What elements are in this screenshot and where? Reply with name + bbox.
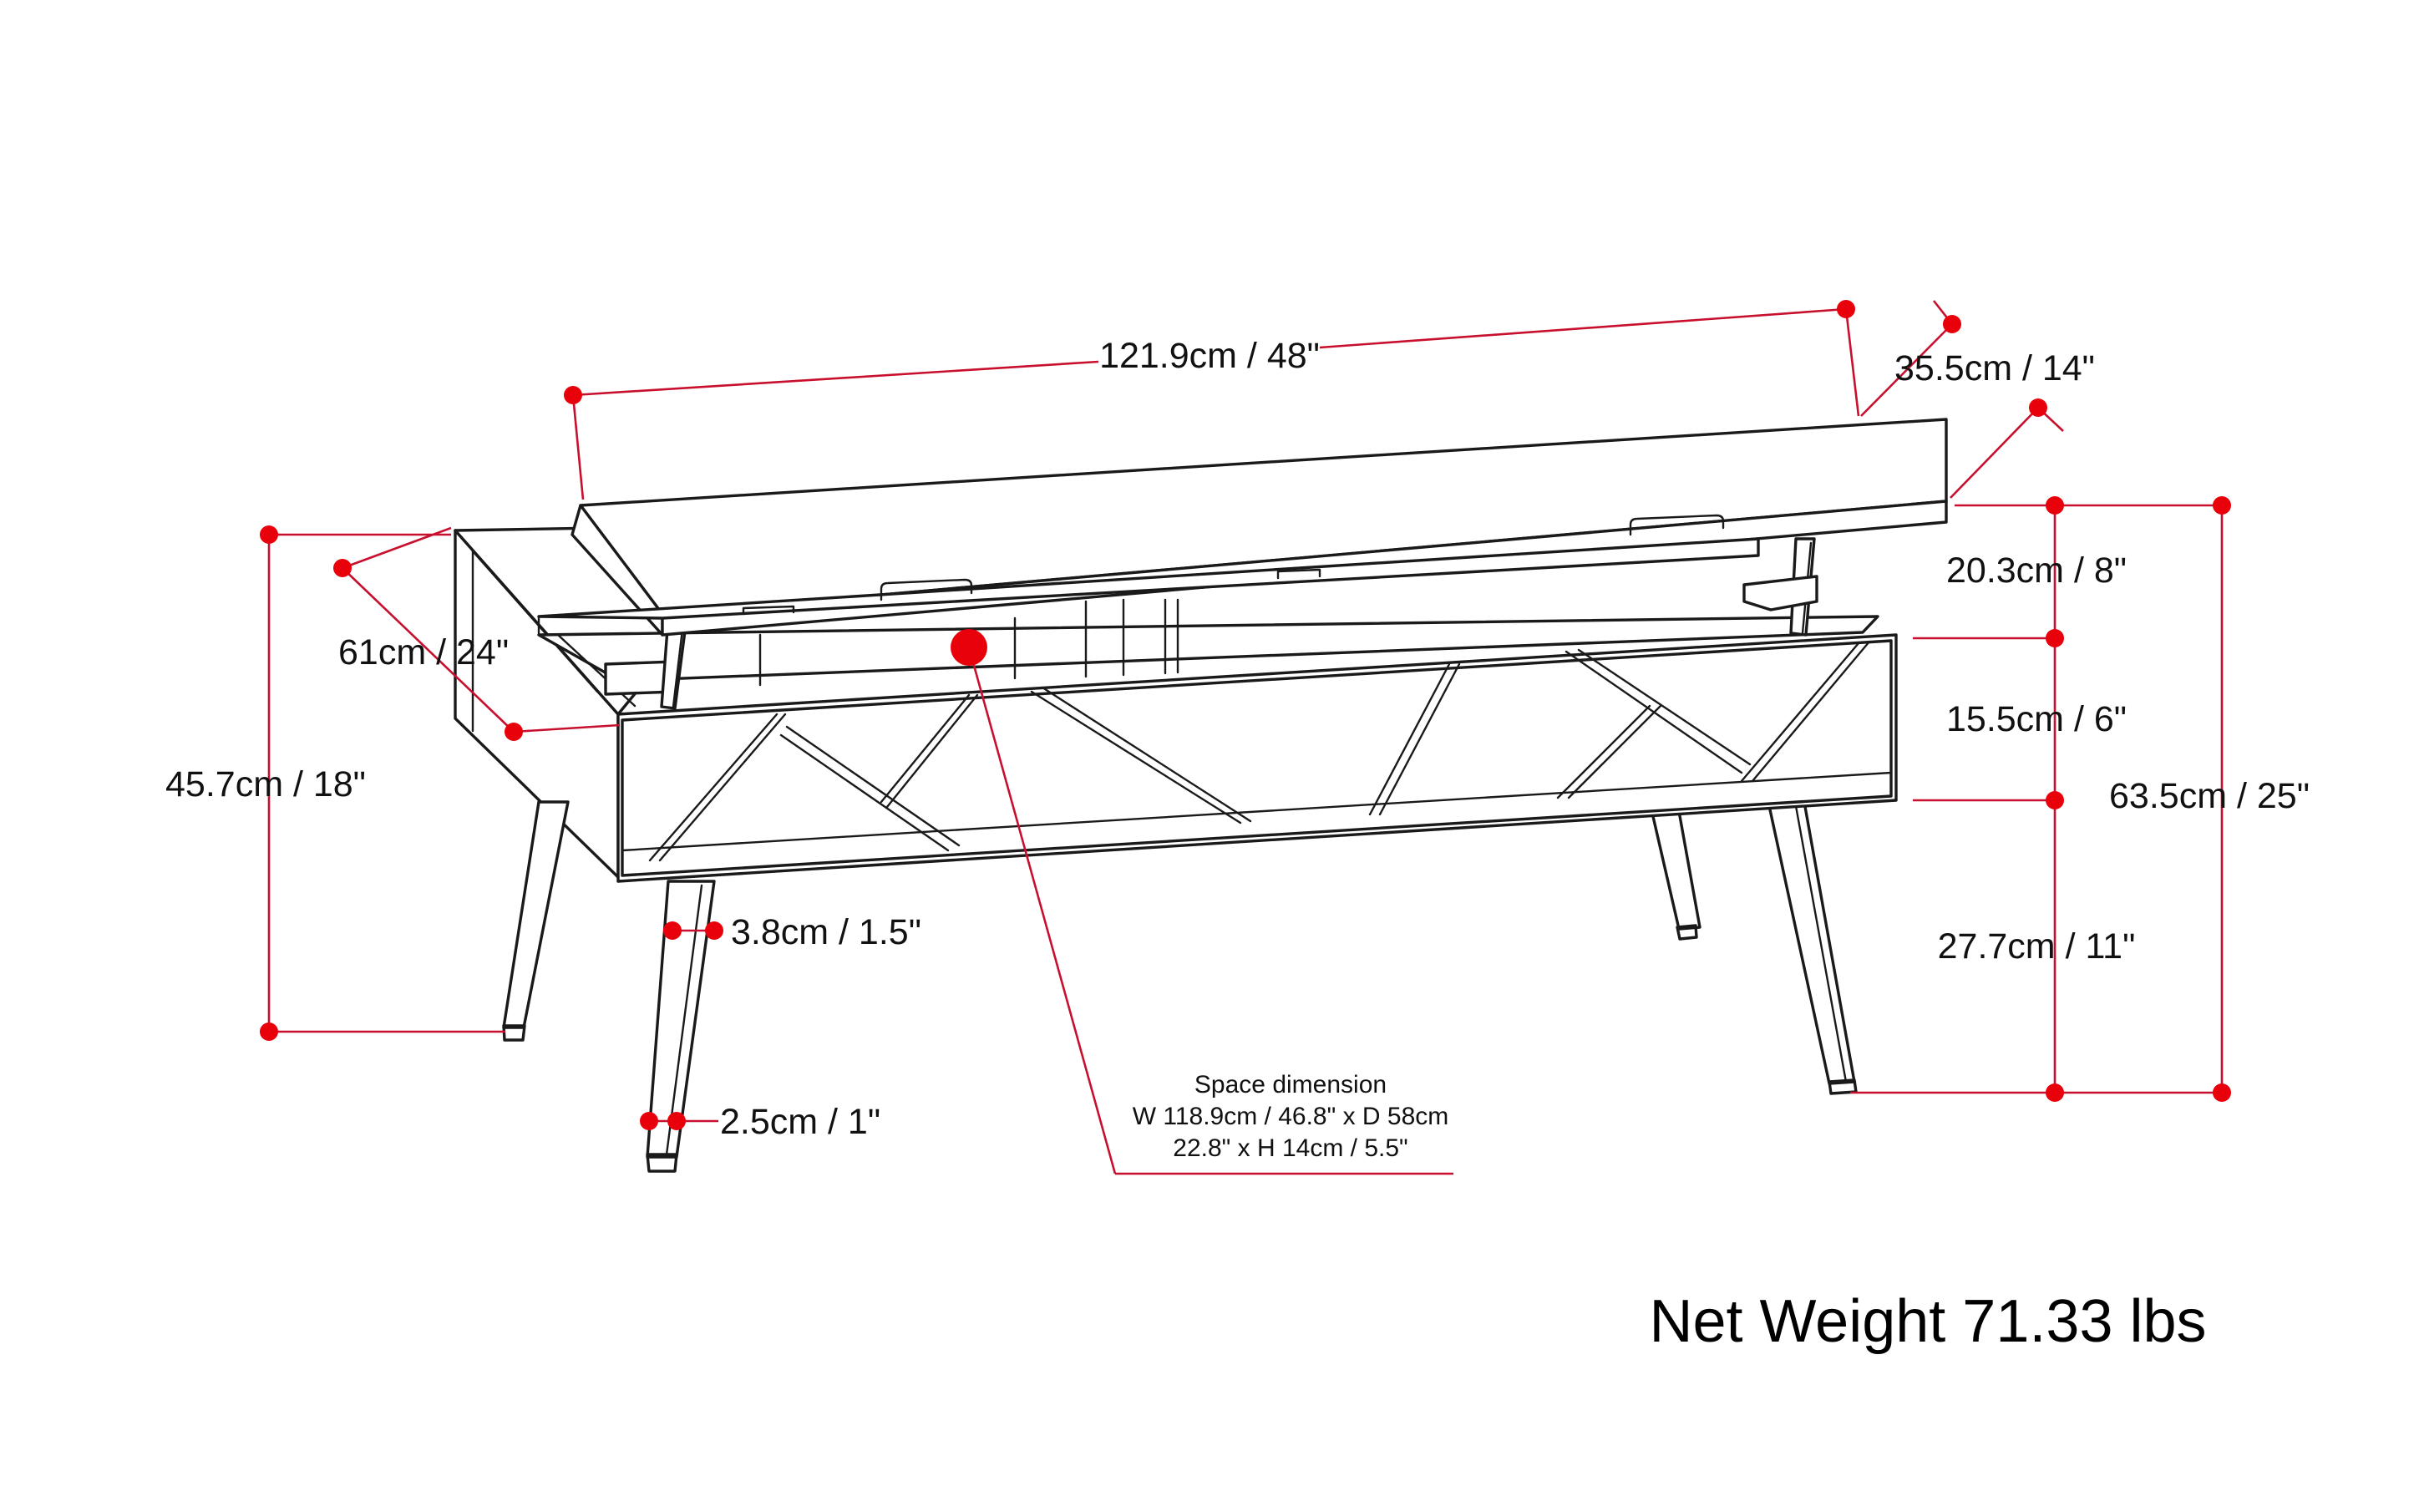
dim-top-width <box>564 300 1860 500</box>
label-leg-bottom-width: 2.5cm / 1" <box>720 1102 880 1142</box>
coffee-table-drawing <box>454 418 1948 1173</box>
dim-dot <box>260 525 278 544</box>
dim-dot <box>1837 300 1855 318</box>
dim-dot <box>564 386 582 404</box>
dim-dot <box>640 1112 658 1130</box>
space-dimension-line-1: W 118.9cm / 46.8" x D 58cm <box>1133 1103 1449 1130</box>
dim-dot <box>333 559 352 577</box>
label-max-height: 63.5cm / 25" <box>2109 776 2310 816</box>
dimension-lines <box>260 300 2231 1175</box>
front-panel-chevron-pattern <box>648 640 1871 862</box>
dim-dot <box>1943 315 1961 333</box>
lifted-tabletop <box>537 418 1948 637</box>
dim-dot <box>505 723 523 741</box>
front-legs <box>502 800 1858 1173</box>
dim-dot <box>663 921 682 940</box>
space-dimension-line-2: 22.8" x H 14cm / 5.5" <box>1173 1134 1407 1162</box>
dim-dot <box>2213 496 2231 515</box>
dim-dot <box>2046 496 2064 515</box>
label-lift-height: 20.3cm / 8" <box>1946 551 2127 591</box>
dim-dot <box>260 1022 278 1041</box>
dim-dot <box>2046 629 2064 647</box>
dim-dot <box>705 921 723 940</box>
back-leg-right <box>1648 800 1701 941</box>
front-panel <box>616 633 1898 883</box>
dim-dot <box>2029 398 2047 417</box>
dim-dot <box>2046 1083 2064 1102</box>
dim-dot <box>667 1112 686 1130</box>
net-weight: Net Weight 71.33 lbs <box>1649 1288 2206 1355</box>
dim-right-stack <box>1850 496 2231 1102</box>
dim-overall-height <box>260 525 505 1041</box>
space-dimension-marker <box>951 629 987 666</box>
label-top-width: 121.9cm / 48" <box>1099 336 1320 376</box>
lift-mechanism <box>660 537 1818 710</box>
dim-leg-top <box>663 921 723 940</box>
label-overall-height: 45.7cm / 18" <box>165 764 366 804</box>
dim-top-depth <box>1860 300 2064 499</box>
dim-leg-bottom <box>640 1112 718 1130</box>
dim-dot <box>2213 1083 2231 1102</box>
dimension-labels: 121.9cm / 48" 35.5cm / 14" 61cm / 24" 45… <box>165 336 2310 1355</box>
label-leg-height: 27.7cm / 11" <box>1938 926 2136 967</box>
dim-body-depth <box>333 526 621 741</box>
dim-dot <box>2046 791 2064 809</box>
label-body-height: 15.5cm / 6" <box>1946 699 2127 739</box>
label-body-depth: 61cm / 24" <box>338 632 509 672</box>
dim-space-leader <box>951 629 1453 1175</box>
label-leg-top-width: 3.8cm / 1.5" <box>731 912 921 952</box>
label-top-depth: 35.5cm / 14" <box>1894 348 2095 388</box>
space-dimension-title: Space dimension <box>1194 1071 1387 1098</box>
